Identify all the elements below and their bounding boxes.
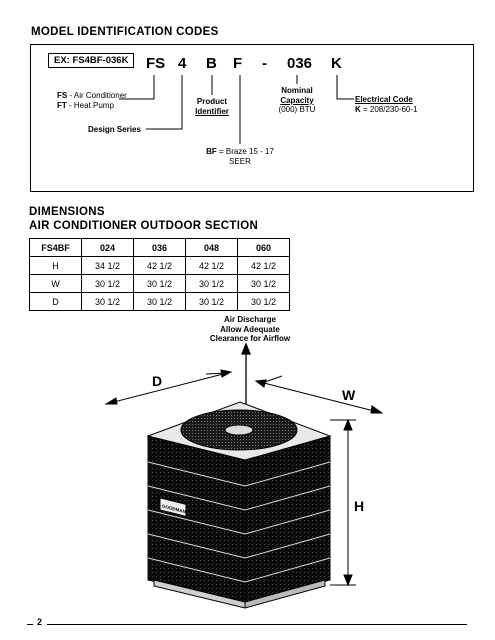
dimension-label-h: H [354,498,365,514]
table-cell: 42 1/2 [185,256,238,275]
table-cell: 30 1/2 [237,292,290,311]
table-cell: D [29,292,82,311]
table-row: D 30 1/2 30 1/2 30 1/2 30 1/2 [29,292,290,311]
code-f: F [233,55,243,72]
example-model-number: EX: FS4BF-036K [48,53,135,68]
dimensions-table: FS4BF 024 036 048 060 H 34 1/2 42 1/2 42… [29,238,290,311]
table-header-row: FS4BF 024 036 048 060 [29,238,290,257]
column-header: 024 [81,238,134,257]
table-cell: 42 1/2 [133,256,186,275]
condenser-unit-drawing: GOODMAN [104,342,384,609]
page-number: 2 [37,617,43,627]
product-identifier-label: Product Identifier [195,97,229,116]
model-identification-heading: MODEL IDENTIFICATION CODES [31,26,219,38]
column-header: 060 [237,238,290,257]
table-cell: W [29,274,82,293]
table-cell: 34 1/2 [81,256,134,275]
table-row: H 34 1/2 42 1/2 42 1/2 42 1/2 [29,256,290,275]
dimension-label-w: W [342,387,356,403]
dimensions-heading: DIMENSIONS AIR CONDITIONER OUTDOOR SECTI… [29,206,259,232]
series-legend: FS - Air Conditioner FT - Heat Pump [57,91,127,110]
table-cell: 30 1/2 [237,274,290,293]
code-connector-lines [119,75,354,144]
table-cell: H [29,256,82,275]
table-cell: 30 1/2 [133,292,186,311]
table-row: W 30 1/2 30 1/2 30 1/2 30 1/2 [29,274,290,293]
table-cell: 42 1/2 [237,256,290,275]
dimension-label-d: D [152,373,163,389]
table-cell: 30 1/2 [185,274,238,293]
braze-label: BF = Braze 15 - 17 SEER [206,147,274,166]
model-code-box [30,44,474,192]
table-cell: 30 1/2 [81,274,134,293]
column-header: FS4BF [29,238,82,257]
code-b: B [206,55,217,72]
table-cell: 30 1/2 [185,292,238,311]
electrical-code-label: Electrical Code K = 208/230-60-1 [355,95,418,114]
column-header: 036 [133,238,186,257]
footer-rule [27,624,33,625]
code-dash: - [262,55,267,72]
air-discharge-note: Air Discharge Allow Adequate Clearance f… [209,315,291,343]
footer-rule-long [47,624,467,625]
brand-badge: GOODMAN [162,503,186,514]
column-header: 048 [185,238,238,257]
code-4: 4 [178,55,187,72]
code-036: 036 [287,55,313,72]
design-series-label: Design Series [88,125,141,134]
table-cell: 30 1/2 [81,292,134,311]
code-k: K [331,55,342,72]
nominal-capacity-label: Nominal Capacity (000) BTU [278,86,316,114]
code-fs: FS [146,55,166,72]
table-cell: 30 1/2 [133,274,186,293]
